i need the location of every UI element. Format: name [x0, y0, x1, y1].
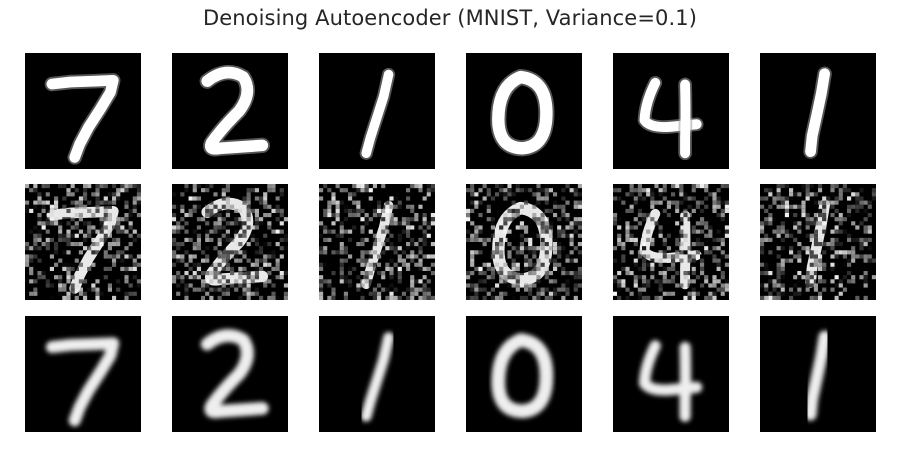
figure-title: Denoising Autoencoder (MNIST, Variance=0…: [202, 6, 698, 30]
reconstructed-digit-svg: [319, 316, 435, 432]
reconstructed-digit-svg: [760, 316, 876, 432]
noisy-digit-svg: [172, 184, 288, 300]
noisy-digit-1-image: [760, 184, 876, 300]
original-digit-svg: [466, 53, 582, 169]
noisy-digit-svg: [466, 184, 582, 300]
noisy-digit-7-image: [25, 184, 141, 300]
reconstructed-digit-2-image: [172, 316, 288, 432]
original-digit-svg: [760, 53, 876, 169]
noise-pixels: [25, 184, 141, 300]
noise-pixels: [760, 184, 876, 300]
reconstructed-digit-1-image: [760, 316, 876, 432]
original-digit-svg: [319, 53, 435, 169]
noisy-digit-svg: [613, 184, 729, 300]
reconstructed-digit-svg: [25, 316, 141, 432]
noisy-digit-svg: [25, 184, 141, 300]
reconstructed-digit-7-image: [25, 316, 141, 432]
noisy-digit-svg: [319, 184, 435, 300]
original-digit-svg: [613, 53, 729, 169]
original-digit-svg: [25, 53, 141, 169]
original-digit-4-image: [613, 53, 729, 169]
original-digit-1-image: [760, 53, 876, 169]
reconstructed-digit-4-image: [613, 316, 729, 432]
noisy-digit-svg: [760, 184, 876, 300]
reconstructed-digit-1-image: [319, 316, 435, 432]
original-digit-1-image: [319, 53, 435, 169]
noise-pixels: [613, 184, 729, 300]
original-digit-svg: [172, 53, 288, 169]
original-digit-0-image: [466, 53, 582, 169]
original-digit-2-image: [172, 53, 288, 169]
reconstructed-digit-svg: [172, 316, 288, 432]
noisy-digit-4-image: [613, 184, 729, 300]
reconstructed-digit-svg: [466, 316, 582, 432]
original-digit-7-image: [25, 53, 141, 169]
noise-pixels: [466, 184, 582, 300]
noisy-digit-0-image: [466, 184, 582, 300]
noisy-digit-1-image: [319, 184, 435, 300]
noise-pixels: [319, 184, 435, 300]
reconstructed-digit-svg: [613, 316, 729, 432]
reconstructed-digit-0-image: [466, 316, 582, 432]
noise-pixels: [172, 184, 288, 300]
noisy-digit-2-image: [172, 184, 288, 300]
